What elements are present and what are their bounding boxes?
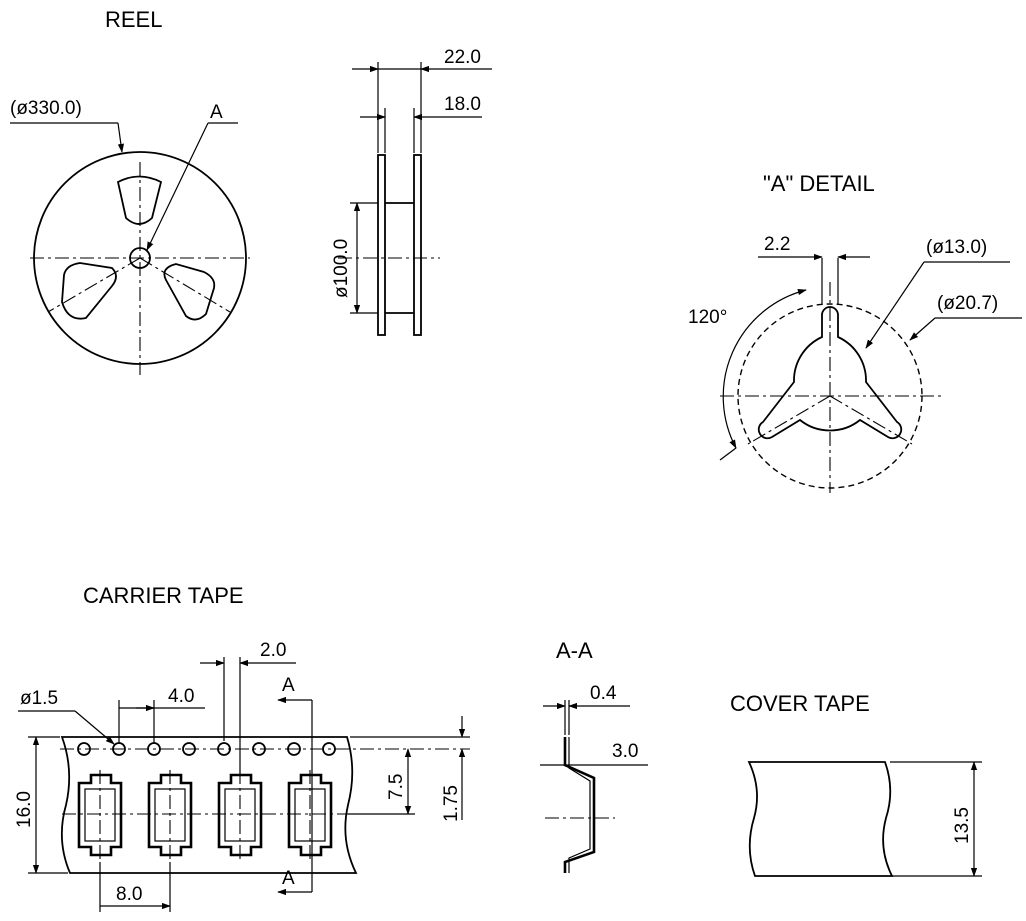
reel-flange-left — [377, 154, 386, 336]
detail-angle-label: 120° — [688, 307, 727, 328]
detail-marker-label: A — [210, 102, 223, 123]
reel-outer-diameter-label: (ø330.0) — [10, 98, 82, 119]
section-profile-inner — [568, 737, 591, 873]
cover-tape-title: COVER TAPE — [730, 691, 870, 716]
detail-centerline-left — [747, 395, 831, 445]
reel-centerline-right — [139, 257, 231, 313]
pocket — [217, 770, 263, 862]
sprocket-hole — [77, 742, 91, 756]
section-marker-bottom: A — [282, 868, 295, 889]
tape-width-label: 16.0 — [14, 791, 35, 828]
pocket — [77, 770, 123, 862]
section-depth-label: 3.0 — [612, 741, 638, 762]
pocket — [147, 770, 193, 862]
reel-diameter-leader — [117, 122, 125, 153]
reel-side-view: 22.0 18.0 ø100.0 — [331, 47, 492, 336]
sprocket-hole — [182, 742, 196, 756]
section-profile-outer — [563, 737, 596, 873]
sprocket-holes — [77, 742, 336, 756]
section-aa-title: A-A — [556, 638, 593, 663]
hole-to-pocket-label: 2.0 — [260, 640, 286, 661]
hole-diameter-label: ø1.5 — [20, 688, 58, 709]
section-thickness-label: 0.4 — [590, 683, 617, 704]
reel-window-left — [61, 262, 117, 320]
detail-angle-tail — [719, 447, 737, 461]
carrier-tape-view: CARRIER TAPE — [14, 583, 470, 912]
reel-flange-right — [413, 154, 422, 336]
cover-tape-outline — [747, 761, 894, 877]
carrier-tape-title: CARRIER TAPE — [83, 583, 244, 608]
a-detail-title: "A" DETAIL — [763, 171, 875, 196]
sprocket-hole — [322, 742, 336, 756]
sprocket-hole — [287, 742, 301, 756]
cover-width-label: 13.5 — [952, 807, 973, 844]
carrier-tape-outline — [60, 736, 358, 874]
detail-outer-diameter-label: (ø20.7) — [937, 293, 998, 314]
reel-centerline-left — [47, 257, 141, 313]
cover-tape-view: COVER TAPE 13.5 — [730, 691, 982, 877]
sprocket-hole — [217, 742, 231, 756]
sprocket-hole — [252, 742, 266, 756]
pocket — [287, 770, 333, 862]
detail-centerline-right — [829, 395, 913, 445]
detail-angle-arc — [722, 288, 807, 449]
hole-pitch-label: 4.0 — [168, 686, 194, 707]
reel-window-right — [163, 263, 216, 321]
hole-edge-label: 1.75 — [441, 785, 462, 822]
a-detail-view: "A" DETAIL 2.2 (ø13.0) (ø20.7) 120° — [688, 171, 1022, 493]
section-marker-top: A — [282, 675, 295, 696]
hole-diameter-leader — [74, 710, 115, 745]
reel-hub-diameter-label: ø100.0 — [331, 239, 352, 298]
detail-inner-diameter-label: (ø13.0) — [926, 237, 987, 258]
reel-window-top — [116, 175, 163, 225]
detail-outer-leader — [909, 317, 936, 341]
detail-marker-leader — [146, 122, 209, 251]
detail-inner-leader — [865, 261, 925, 349]
pocket-pitch-label: 8.0 — [116, 884, 142, 905]
pocket-center-label: 7.5 — [386, 774, 407, 800]
reel-title: REEL — [105, 7, 162, 32]
reel-width-inner-label: 18.0 — [444, 94, 481, 115]
pockets — [77, 770, 333, 862]
reel-front-view: REEL (ø330.0) A — [10, 7, 250, 375]
reel-width-overall-label: 22.0 — [444, 47, 481, 68]
detail-slot-width-label: 2.2 — [764, 234, 790, 255]
section-aa-view: A-A 0.4 3.0 — [540, 638, 648, 873]
